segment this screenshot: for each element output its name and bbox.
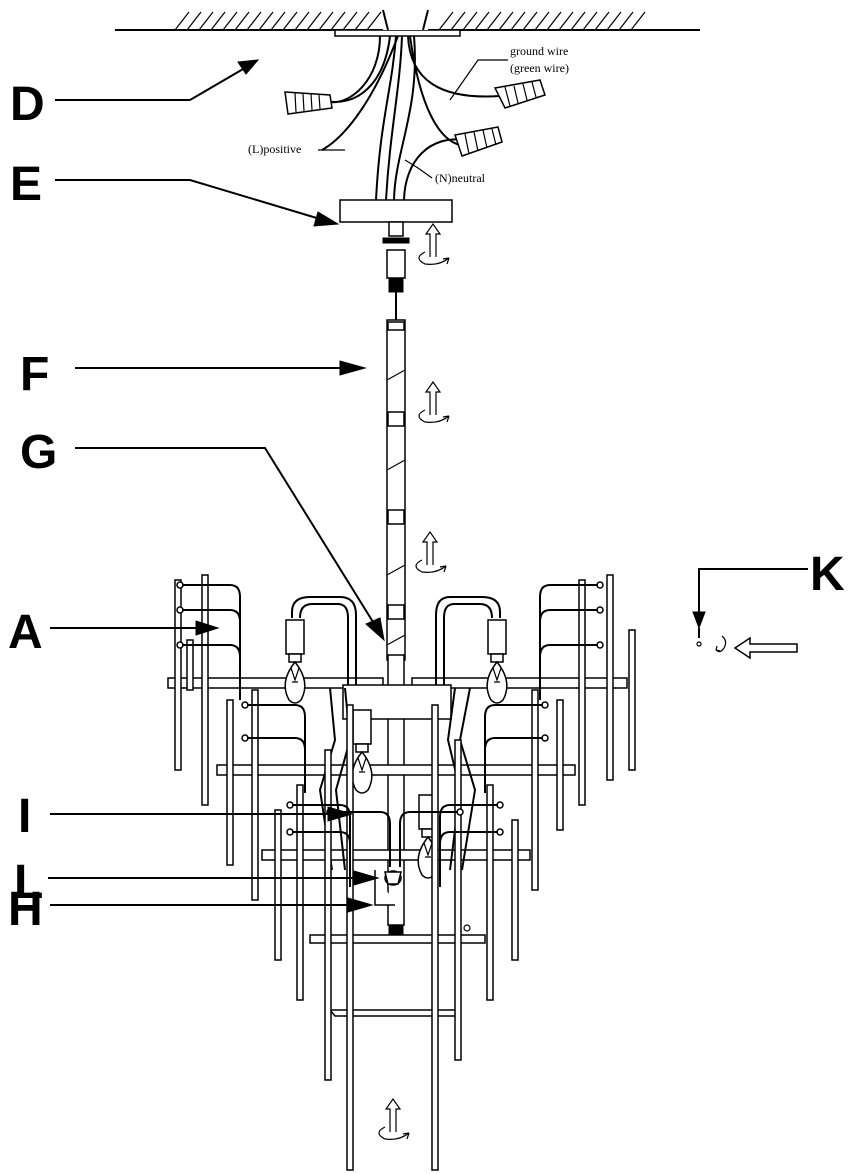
label-d: D [10, 78, 45, 131]
ceiling [115, 8, 700, 37]
arrow-left-icon [715, 635, 798, 660]
crystal-pendant [186, 639, 194, 691]
label-f: F [20, 348, 49, 401]
crystal-pendant [511, 819, 519, 961]
wire-nut-ground [493, 79, 546, 109]
pendant-pin [241, 701, 306, 760]
neutral-wire-label: (N)neutral [435, 171, 486, 185]
wire-nut-neutral [454, 126, 503, 157]
crystal-pendant [628, 629, 636, 771]
rotate-arrow-icon [418, 222, 450, 265]
pendant-pin [484, 734, 549, 793]
candle-bulb [351, 709, 373, 794]
label-k: K [810, 548, 845, 601]
pendant-pin [286, 828, 351, 887]
positive-wire-label: (L)positive [248, 142, 301, 156]
crystal-pendants [174, 574, 636, 1171]
pendant-pin [484, 701, 549, 760]
pendant-pin [539, 581, 604, 640]
rod-sections [386, 319, 406, 661]
crystal-pendant [346, 704, 354, 1171]
green-wire-label: (green wire) [510, 61, 569, 75]
crystal-pendant [274, 809, 282, 961]
crystal-pendant [431, 704, 439, 1171]
rotate-arrow-icon [418, 380, 450, 423]
hardware-details [384, 628, 702, 932]
candle-sockets [284, 619, 508, 879]
crystal-pendant [556, 699, 564, 831]
crystal-pendant [531, 689, 539, 891]
wiring [284, 35, 546, 201]
pendant-pin [176, 641, 241, 700]
crystal-pendant [578, 579, 586, 806]
chandelier-body [167, 596, 628, 1017]
label-h: H [8, 883, 43, 936]
pendant-pin [439, 801, 504, 860]
label-l: L [14, 856, 43, 909]
crystal-pendant [606, 574, 614, 781]
crystal-pendant [251, 689, 259, 901]
candle-bulb [284, 619, 306, 704]
pendant-pin [539, 606, 604, 665]
label-i: I [18, 790, 31, 843]
candle-bulb [486, 619, 508, 704]
pendant-pin [176, 581, 241, 640]
crystal-pendant [226, 699, 234, 866]
pendant-pin [399, 808, 464, 867]
rotate-arrow-icon [415, 530, 447, 573]
rotate-arrow-icon [378, 1097, 410, 1140]
pendant-pin [539, 641, 604, 700]
label-a: A [8, 606, 43, 659]
rotate-arrow-icon [378, 222, 450, 1140]
ground-wire-label: ground wire [510, 44, 568, 58]
crystal-pendant [454, 739, 462, 1061]
label-e: E [10, 158, 42, 211]
crystal-pendant [486, 784, 494, 1001]
pendant-pin [241, 734, 306, 793]
crystal-pendant [174, 579, 182, 771]
label-g: G [20, 426, 57, 479]
crystal-pendant [324, 749, 332, 1081]
pendant-pin [439, 828, 504, 887]
pendant-pin [176, 606, 241, 665]
pendant-pin [286, 801, 351, 860]
canopy [339, 199, 453, 320]
crystal-pendant [296, 784, 304, 1001]
wire-nut-left [284, 91, 333, 115]
pointer-arrows [48, 59, 808, 913]
crystal-pendant [201, 574, 209, 806]
